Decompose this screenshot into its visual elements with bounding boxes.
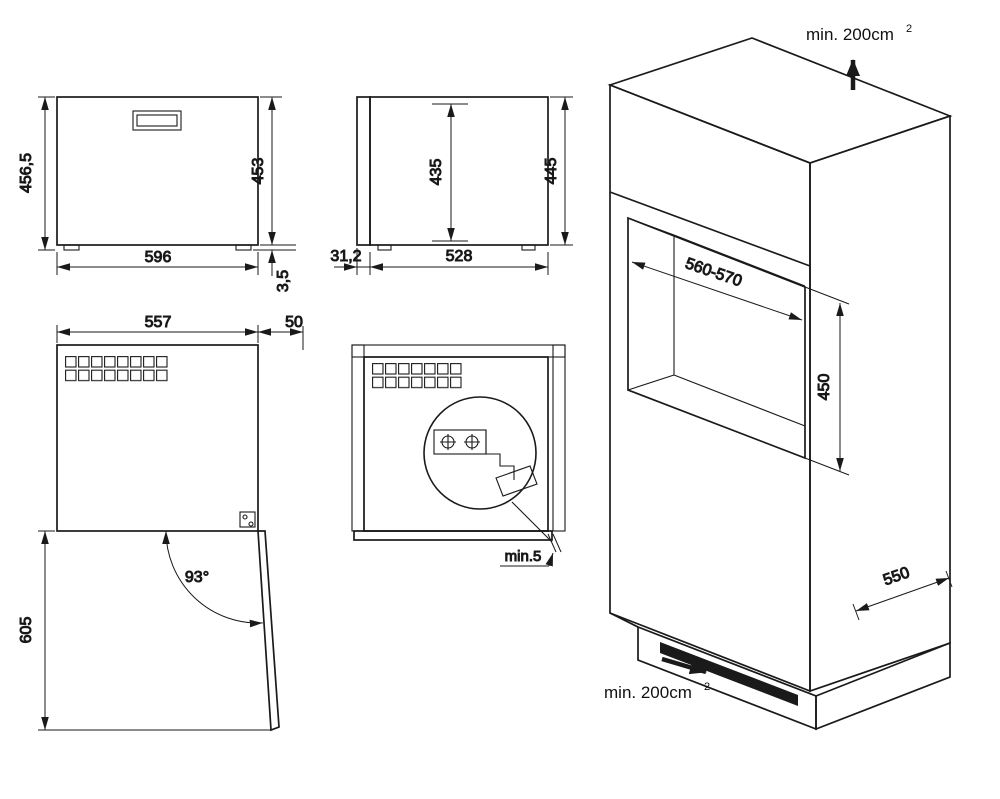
door-panel-side — [356, 96, 371, 246]
view-cabinet: 560-570 450 550 min. 200cm 2 min. 200cm … — [604, 23, 953, 731]
dim-front-total-height: 456,5 — [18, 96, 55, 251]
detail-circle — [423, 396, 537, 510]
dim-niche-height: 450 — [804, 286, 850, 476]
vent-bottom-annotation: min. 200cm 2 — [604, 656, 710, 702]
dim-label-door-depth: 31,2 — [330, 248, 361, 265]
dim-front-width: 596 — [56, 249, 259, 275]
appliance-footprint — [56, 344, 259, 532]
bottom-vent-strip — [660, 642, 798, 706]
cabinet-front-face — [609, 83, 811, 693]
dim-label-side-height: 445 — [543, 158, 560, 185]
detail-leader-line — [511, 501, 553, 543]
display-bezel — [132, 110, 182, 131]
appliance-body-side — [369, 96, 549, 246]
vent-top-sup: 2 — [906, 23, 912, 35]
hinge-screw — [242, 514, 248, 520]
dim-cabinet-depth: 550 — [852, 564, 953, 621]
vent-top-label: min. 200cm — [806, 25, 894, 44]
cabinet-top-face — [607, 37, 953, 164]
dim-niche-width: 560-570 — [631, 255, 803, 321]
door-open-panel — [257, 530, 280, 732]
vent-bottom-arrow-icon — [661, 656, 707, 675]
view-front: 456,5 453 3,5 596 — [18, 96, 296, 293]
view-side: 435 445 31,2 528 — [330, 96, 573, 275]
vent-grille-plan — [372, 363, 463, 390]
dim-label-swing-depth: 605 — [18, 617, 35, 644]
dim-label-width: 596 — [145, 249, 172, 266]
wall-left — [351, 344, 365, 532]
screw-cross — [464, 434, 480, 450]
door-closed-plan — [353, 530, 553, 541]
view-top-niche: min.5 — [351, 344, 566, 567]
foot-front — [377, 244, 392, 251]
view-door-open: 93° 557 50 605 — [18, 314, 304, 732]
vent-bottom-sup: 2 — [704, 681, 710, 693]
wall-right — [552, 344, 566, 532]
dim-label-height-body: 453 — [250, 158, 267, 185]
plinth-step — [609, 612, 639, 628]
wall-back — [351, 344, 566, 358]
dim-door-clearance: 50 — [258, 314, 304, 350]
dim-min-gap: min.5 — [500, 533, 562, 567]
dim-door-width: 557 — [56, 314, 259, 343]
dim-label-cabinet-depth: 550 — [881, 564, 912, 589]
dim-door-swing-depth: 605 — [18, 530, 272, 731]
door-swing-arc: 93° — [162, 530, 263, 628]
dim-label-clearance: 50 — [285, 314, 303, 331]
dim-side-interior-height: 435 — [428, 103, 468, 242]
dim-side-depth: 528 — [370, 248, 549, 275]
dim-side-height: 445 — [543, 96, 573, 246]
dim-label-door-angle: 93° — [185, 569, 209, 586]
vent-top-annotation: min. 200cm 2 — [806, 23, 912, 90]
appliance-body — [56, 96, 259, 246]
dim-label-depth: 528 — [446, 248, 473, 265]
dim-label-height-total: 456,5 — [18, 153, 35, 193]
dim-side-door-depth: 31,2 — [330, 248, 371, 275]
foot-left — [63, 244, 80, 251]
niche-interior-lines — [627, 217, 806, 427]
vent-bottom-label: min. 200cm — [604, 683, 692, 702]
corner-step-profile — [485, 430, 515, 480]
cabinet-right-face — [809, 114, 951, 693]
wall-section-detail — [495, 465, 538, 497]
dim-label-door-width: 557 — [145, 314, 172, 331]
dim-label-min-gap: min.5 — [505, 548, 542, 565]
dim-label-interior-height: 435 — [428, 159, 445, 186]
foot-back — [521, 244, 536, 251]
upper-compartment-line — [609, 191, 811, 267]
screw-cross — [440, 434, 456, 450]
dim-label-niche-height: 450 — [816, 374, 833, 401]
vent-grille — [65, 356, 169, 383]
display-screen — [136, 114, 178, 127]
dim-label-foot-gap: 3,5 — [275, 270, 292, 292]
hinge-block — [239, 511, 256, 528]
detail-content — [433, 429, 538, 497]
foot-right — [235, 244, 252, 251]
hinge-screw — [248, 521, 254, 527]
dim-front-foot-gap: 3,5 — [253, 249, 296, 293]
dim-front-body-height: 453 — [250, 96, 296, 246]
plinth-right — [815, 641, 951, 731]
